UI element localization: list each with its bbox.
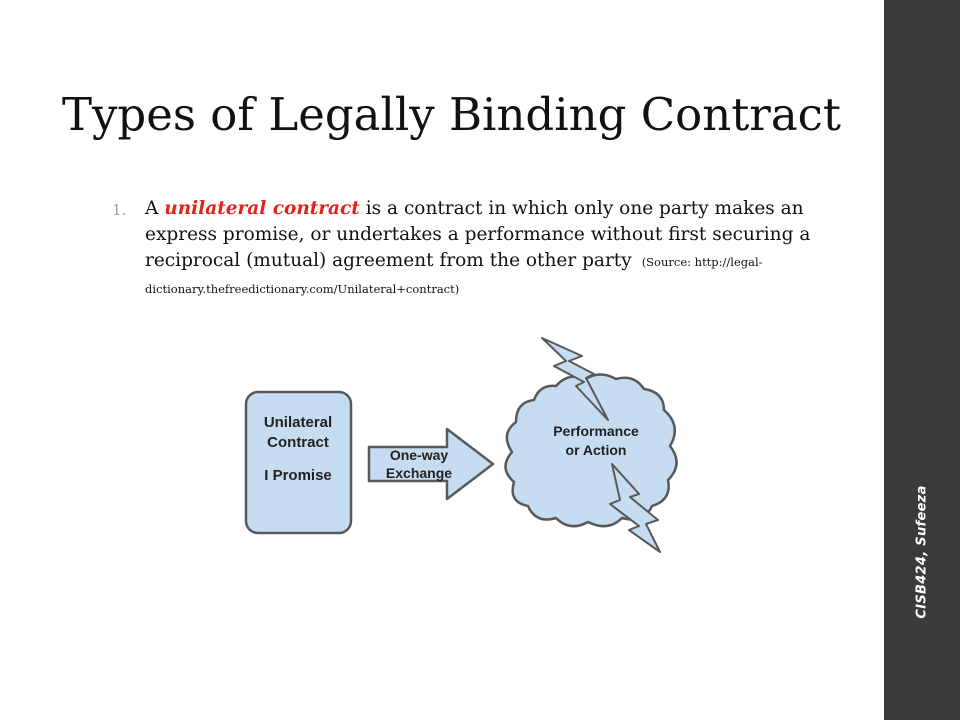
one-way-arrow [367,427,495,501]
lightning-bolt-top-icon [541,337,609,421]
item-number: 1. [112,201,127,219]
box-label-line-3: I Promise [264,467,332,484]
bullet-item: 1. A unilateral contract is a contract i… [112,196,842,302]
definition-paragraph: A unilateral contract is a contract in w… [145,196,842,302]
highlighted-term: unilateral contract [164,198,360,219]
definition-lead: A [145,198,165,219]
box-label-line-1: Unilateral [264,414,332,431]
arrow-label-line-2: Exchange [386,465,452,481]
slide-title: Types of Legally Binding Contract [62,88,841,141]
lightning-bolt-bottom-icon [609,463,661,553]
cloud-label-line-2: or Action [566,442,627,458]
sidebar-course-label: CISB424, Sufeeza [914,485,930,619]
unilateral-contract-diagram: Unilateral Contract I Promise One-way Ex… [236,334,706,554]
source-citation: (Source: http://legal-dictionary.thefree… [145,255,763,296]
box-label-line-2: Contract [267,434,329,451]
promise-box [244,390,353,535]
cloud-label-line-1: Performance [553,423,639,439]
definition-text: is a contract in which only one party ma… [145,198,811,271]
arrow-label-line-1: One-way [390,447,449,463]
right-sidebar [884,0,960,720]
